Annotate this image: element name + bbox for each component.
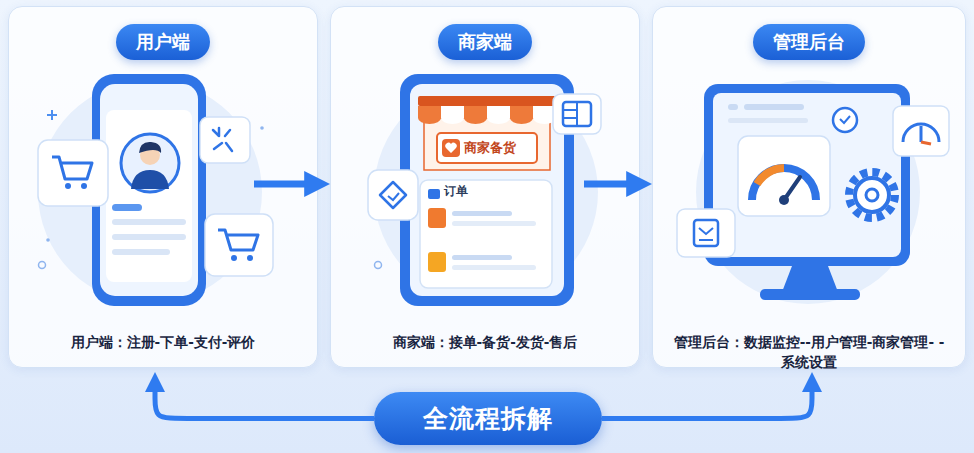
tablet-screen xyxy=(410,84,564,296)
mini-needle xyxy=(921,142,931,144)
cart-wheel xyxy=(65,183,71,189)
awning-stripe xyxy=(418,106,441,124)
list-icon xyxy=(563,102,591,126)
dot xyxy=(260,126,264,130)
list-icon-lines xyxy=(563,102,577,126)
backdrop-circle xyxy=(374,80,598,304)
phone-screen xyxy=(100,84,198,296)
avatar-ring xyxy=(121,134,179,192)
awning-stripe xyxy=(487,106,510,124)
text-bar xyxy=(112,204,142,211)
cart-wheel xyxy=(81,183,87,189)
cart-card xyxy=(205,214,273,276)
monitor-base xyxy=(760,289,860,300)
gear-body xyxy=(855,178,889,212)
text-bar xyxy=(452,255,512,260)
section-heading: 管理后台 xyxy=(753,24,865,60)
order-card xyxy=(420,180,552,288)
summary-pill: 全流程拆解 xyxy=(374,392,602,445)
tray-icon xyxy=(694,220,718,246)
monitor-stand xyxy=(782,266,838,292)
text-bar xyxy=(728,118,808,123)
text-bar xyxy=(112,249,170,255)
profile-card xyxy=(106,110,192,282)
mini-gauge xyxy=(903,124,939,142)
shop-front xyxy=(424,118,550,170)
cart-card xyxy=(38,140,108,206)
icon-card xyxy=(893,106,949,156)
gauge-card xyxy=(738,136,830,216)
text-bar xyxy=(112,219,186,225)
phone-body xyxy=(92,74,206,306)
avatar-head xyxy=(140,145,160,165)
flow-arrow xyxy=(602,386,812,419)
icon-card xyxy=(553,94,601,134)
summary-text: 全流程拆解 xyxy=(423,402,553,435)
gear-hub xyxy=(866,189,878,201)
text-bar xyxy=(728,104,738,110)
backdrop-circle xyxy=(696,80,920,304)
gauge-arc-highlight xyxy=(757,168,784,184)
order-item-icon xyxy=(428,208,446,228)
icon-card xyxy=(368,170,418,220)
diamond-icon xyxy=(380,182,406,208)
flow-arrow xyxy=(584,181,634,188)
dot xyxy=(375,262,382,269)
order-item-icon xyxy=(428,252,446,272)
avatar-body xyxy=(131,170,169,189)
backdrop-circle xyxy=(38,80,262,304)
section-panel: 商家端商家端：接单-备货-发货-售后 xyxy=(330,6,640,368)
tray-icon-lines xyxy=(699,228,713,240)
awning-stripe xyxy=(533,106,556,124)
cart-wheel xyxy=(247,255,253,261)
section-panel: 管理后台管理后台：数据监控--用户管理-商家管理- -系统设置 xyxy=(652,6,966,368)
text-bar xyxy=(452,221,536,226)
flow-arrow xyxy=(254,181,312,188)
icon-card xyxy=(677,209,735,257)
check-icon xyxy=(388,193,399,200)
monitor-screen xyxy=(713,93,901,257)
flow-caption: 商家端：接单-备货-发货-售后 xyxy=(337,332,633,352)
heart-icon xyxy=(445,143,456,153)
monitor-body xyxy=(704,84,910,266)
section-heading: 商家端 xyxy=(438,24,532,60)
order-icon xyxy=(428,189,440,199)
tablet-body xyxy=(400,74,574,306)
sparkle xyxy=(47,110,57,120)
cart-wheel xyxy=(231,255,237,261)
dot xyxy=(39,262,46,269)
flow-caption: 管理后台：数据监控--用户管理-商家管理- -系统设置 xyxy=(672,332,946,372)
awning-stripe xyxy=(464,106,487,124)
section-heading: 用户端 xyxy=(116,24,210,60)
text-bar xyxy=(112,234,186,240)
awning-top xyxy=(418,96,556,106)
cart-icon xyxy=(52,157,92,179)
avatar-hair xyxy=(139,142,161,153)
mini-needle xyxy=(920,126,923,142)
text-bar xyxy=(452,211,512,216)
status-icon xyxy=(833,108,857,132)
flow-caption: 用户端：注册-下单-支付-评价 xyxy=(15,332,311,352)
status-check xyxy=(840,116,850,123)
shop-sign xyxy=(437,133,537,163)
icon-card xyxy=(200,117,250,163)
gear-teeth xyxy=(849,172,895,218)
scatter-icon xyxy=(213,128,232,151)
text-bar xyxy=(744,104,804,110)
circuit-line xyxy=(822,104,884,150)
heart-badge xyxy=(442,139,460,157)
awning-stripe xyxy=(441,106,464,124)
section-panel: 用户端用户端：注册-下单-支付-评价 xyxy=(8,6,318,368)
gauge-pivot xyxy=(779,195,789,205)
awning-stripe xyxy=(510,106,533,124)
flow-arrow xyxy=(155,386,374,419)
cart-icon xyxy=(218,230,258,250)
dot xyxy=(46,238,50,242)
gauge-arc xyxy=(752,168,816,200)
gauge-needle xyxy=(784,177,800,200)
text-bar xyxy=(452,265,536,270)
